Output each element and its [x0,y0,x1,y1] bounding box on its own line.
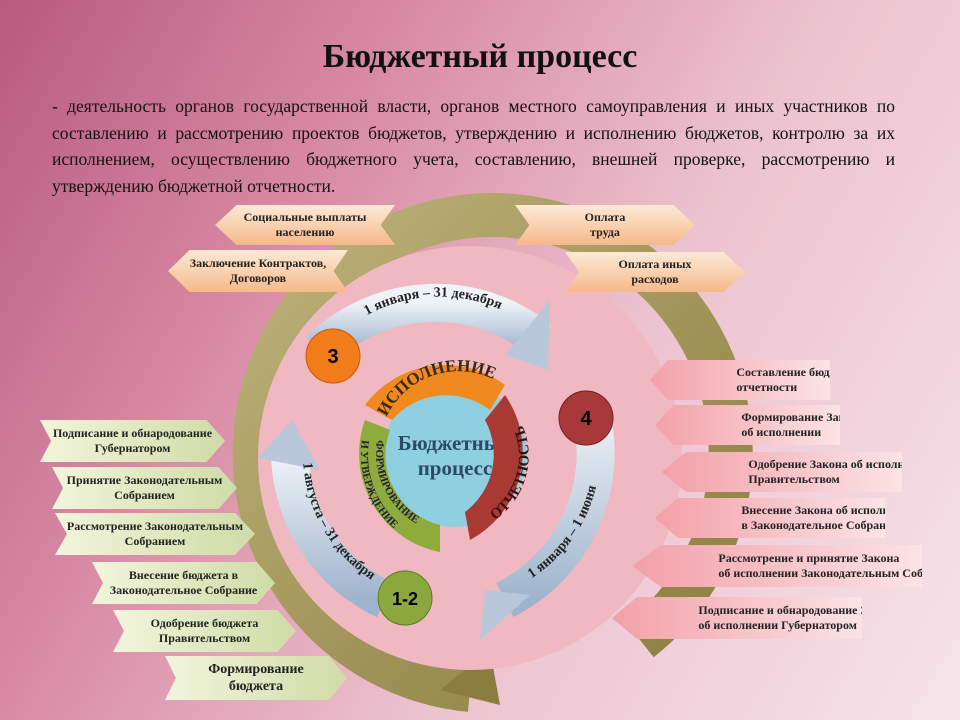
step-contracts: Заключение Контрактов,Договоров [168,250,348,292]
svg-text:3: 3 [327,346,338,368]
page-title: Бюджетный процесс [322,38,638,75]
stage-formation [359,420,440,552]
svg-text:1-2: 1-2 [392,589,418,609]
badge-1-2 [377,570,433,626]
badge-4 [558,390,614,446]
definition-text: - деятельность органов государственной в… [52,96,895,196]
badge-3 [305,328,361,384]
stage-execution [365,365,505,420]
stage-reporting [465,395,523,540]
center-title-2: процесс [418,456,493,480]
svg-text:4: 4 [580,408,592,430]
